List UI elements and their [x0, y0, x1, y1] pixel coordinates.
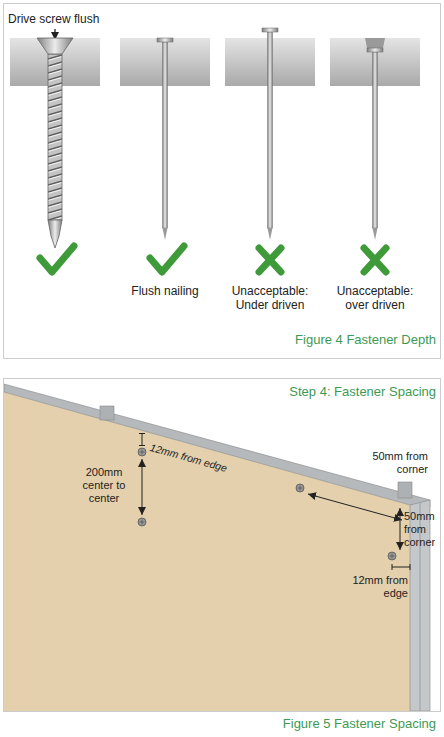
dimension-label: 12mm from edge	[348, 574, 408, 600]
panel-frame	[4, 4, 441, 359]
dimension-label: 50mm from corner	[340, 450, 428, 476]
figure-caption: Figure 5 Fastener Spacing	[190, 716, 436, 732]
nail-over-driven	[365, 38, 385, 240]
method-label: Unacceptable: Under driven	[225, 284, 315, 313]
cross-mark	[259, 248, 281, 272]
screw-heads	[138, 448, 396, 560]
check-mark	[150, 246, 184, 272]
board-on-frame	[4, 384, 430, 711]
nail-flush	[157, 38, 173, 240]
cross-mark	[364, 248, 386, 272]
dimension-label: 200mm center to center	[74, 466, 134, 506]
figure-caption: Figure 4 Fastener Depth	[190, 332, 436, 348]
method-label: Flush nailing	[120, 284, 210, 298]
callout-label: Drive screw flush	[8, 12, 168, 26]
dimension-lines	[139, 433, 410, 570]
nail-under-driven	[262, 28, 278, 240]
check-mark	[40, 246, 74, 272]
panel-frame	[4, 379, 441, 712]
step-heading: Step 4: Fastener Spacing	[190, 384, 436, 400]
method-label: Unacceptable: over driven	[330, 284, 420, 313]
dimension-label: 50mm from corner	[404, 510, 442, 550]
screw	[37, 38, 73, 248]
board-blocks	[10, 38, 420, 86]
